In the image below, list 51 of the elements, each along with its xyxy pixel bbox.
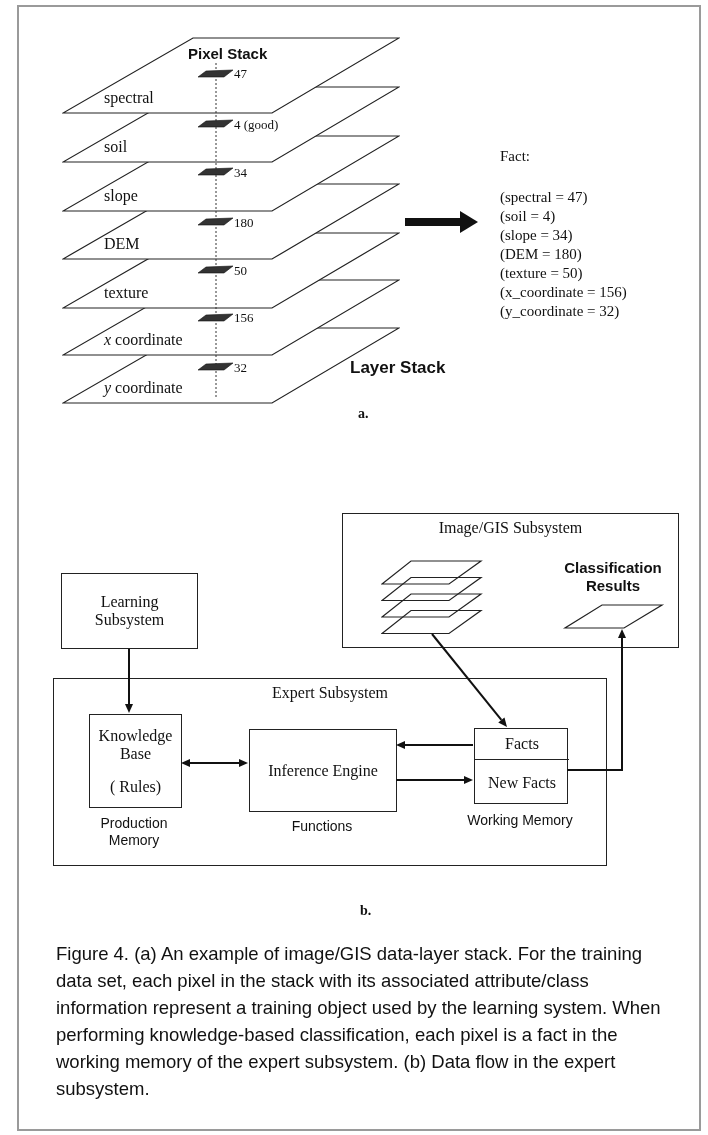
- memory-label: Working Memory: [466, 812, 574, 829]
- fact-entry: (DEM = 180): [500, 245, 582, 264]
- result-title: Classification Results: [563, 559, 663, 595]
- panel-text: New Facts: [488, 773, 556, 792]
- panel-text: Learning Subsystem: [93, 593, 166, 629]
- subsystem-panel: [61, 573, 198, 649]
- pixel-value: 156: [234, 310, 254, 326]
- stack-title: Layer Stack: [350, 358, 447, 378]
- arrow: [431, 633, 507, 727]
- fact-entry: (slope = 34): [500, 226, 573, 245]
- panel-title: Image/GIS Subsystem: [438, 519, 583, 537]
- knowledge-base-panel: [89, 714, 182, 808]
- function-label: Functions: [290, 818, 354, 835]
- stack-title: Pixel Stack: [188, 45, 268, 62]
- working-memory-panel: [474, 728, 568, 804]
- subsystem-panel: [342, 513, 679, 648]
- fact-entry: (spectral = 47): [500, 188, 588, 207]
- arrow: [395, 776, 473, 784]
- panel-text: Knowledge Base: [97, 726, 174, 763]
- arrow: [181, 759, 248, 767]
- fact-entry: (texture = 50): [500, 264, 583, 283]
- panel-letter: a.: [358, 406, 369, 422]
- arrow: [566, 629, 626, 771]
- panel-text: Inference Engine: [268, 761, 378, 780]
- panel-text: ( Rules): [109, 777, 162, 796]
- pixel-value: 34: [234, 165, 247, 181]
- fact-entry: (x_coordinate = 156): [500, 283, 627, 302]
- pixel-value: 50: [234, 263, 247, 279]
- pixel-value: 47: [234, 66, 247, 82]
- subsystem-panel: [53, 678, 607, 866]
- fact-entry: (y_coordinate = 32): [500, 302, 620, 321]
- layer-label: soil: [104, 138, 128, 156]
- layer-label: y coordinate: [104, 379, 183, 397]
- pixel-value: 32: [234, 360, 247, 376]
- panel-text: Facts: [505, 735, 539, 753]
- memory-label: Production Memory: [99, 815, 169, 849]
- fact-heading: Fact:: [500, 147, 530, 166]
- layer-label: x coordinate: [104, 331, 183, 349]
- arrow: [396, 741, 474, 749]
- pixel-value: 4 (good): [234, 117, 279, 133]
- pixel-value: 180: [234, 215, 254, 231]
- fact-entry: (soil = 4): [500, 207, 556, 226]
- layer-label: texture: [104, 284, 149, 302]
- layer-label: slope: [104, 187, 138, 205]
- panel-letter: b.: [360, 903, 372, 919]
- layer-label: DEM: [104, 235, 140, 253]
- layer-label: spectral: [104, 89, 154, 107]
- panel-title: Expert Subsystem: [272, 684, 388, 702]
- arrow: [125, 648, 133, 713]
- figure-caption: Figure 4. (a) An example of image/GIS data-layer stack. For the training data set, each pixel in the stack with its associated attribute/class information represent a training object used by the learning system. When performing knowledge-based classification, each pixel is a fact in the working memory of the expert subsystem. (b) Data flow in the expert subsystem.: [56, 942, 662, 1101]
- process-panel: [249, 729, 397, 812]
